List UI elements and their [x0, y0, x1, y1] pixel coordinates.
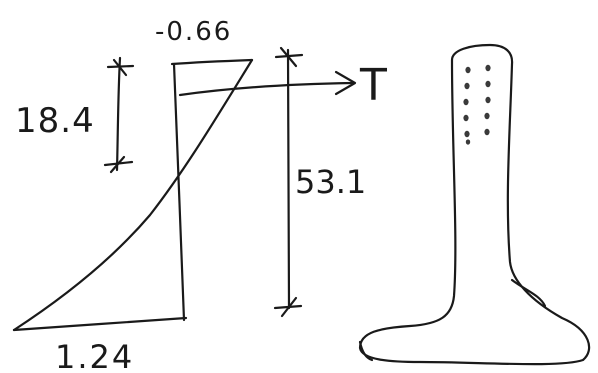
top-edge — [170, 58, 254, 66]
bottom-value-label: 1.24 — [55, 338, 134, 373]
tension-arrow — [178, 70, 357, 97]
short-dimension-line — [103, 56, 135, 174]
hole-pattern — [463, 64, 491, 145]
long-dimension-label: 53.1 — [295, 163, 366, 201]
short-dimension-label: 18.4 — [15, 101, 95, 141]
implant-sketch — [358, 43, 591, 366]
top-value-label: -0.66 — [155, 17, 232, 47]
arrow-label: T — [359, 60, 387, 111]
bottom-edge — [12, 316, 188, 332]
hypotenuse — [12, 58, 254, 332]
vertical-edge — [172, 62, 186, 322]
implant-outline — [358, 43, 591, 366]
stress-distribution-shape — [12, 58, 254, 332]
